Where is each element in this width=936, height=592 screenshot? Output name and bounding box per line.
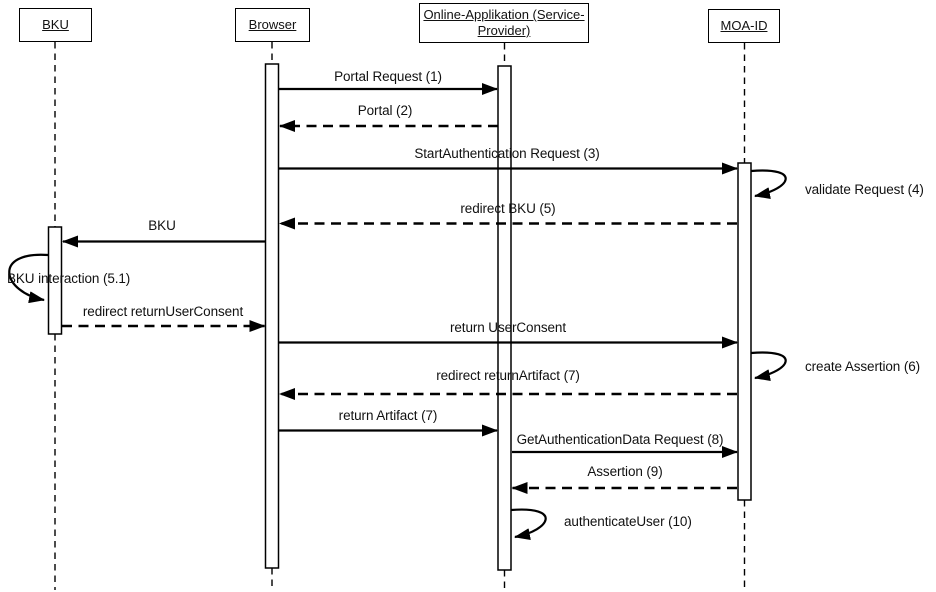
message-label-bku: BKU bbox=[148, 218, 176, 233]
message-label-return-userconsent: return UserConsent bbox=[449, 320, 567, 335]
lifelines bbox=[54, 42, 746, 590]
message-label-validate-request: validate Request (4) bbox=[805, 182, 924, 197]
activation-online-app bbox=[497, 65, 512, 571]
message-label-create-assertion: create Assertion (6) bbox=[805, 359, 921, 374]
actor-box-bku: BKU bbox=[19, 8, 92, 42]
actor-label-bku: BKU bbox=[42, 17, 69, 32]
message-label-redirect-returnuserconsent: redirect returnUserConsent bbox=[82, 304, 244, 319]
message-label-portal-request: Portal Request (1) bbox=[334, 69, 442, 84]
loop-bku-interaction bbox=[8, 253, 49, 304]
message-label-redirect-bku: redirect BKU (5) bbox=[460, 201, 556, 216]
activation-moa-id bbox=[737, 162, 752, 501]
loop-authenticate-user bbox=[510, 508, 547, 541]
message-label-return-artifact: return Artifact (7) bbox=[338, 408, 438, 423]
actor-label-browser: Browser bbox=[248, 17, 297, 32]
actor-box-online-app: Online-Applikation (Service- Provider) bbox=[419, 3, 589, 43]
loop-validate-request bbox=[750, 169, 787, 200]
actor-box-browser: Browser bbox=[235, 8, 310, 42]
actor-box-moa-id: MOA-ID bbox=[708, 9, 780, 43]
actor-label-moa-id: MOA-ID bbox=[720, 18, 768, 33]
message-label-authenticate-user: authenticateUser (10) bbox=[564, 514, 692, 529]
activation-bars bbox=[47, 63, 752, 571]
activation-browser bbox=[264, 63, 280, 569]
activation-bku bbox=[47, 226, 63, 335]
message-arrows bbox=[8, 83, 787, 541]
message-label-get-authentication-data: GetAuthenticationData Request (8) bbox=[516, 432, 724, 447]
loop-create-assertion bbox=[750, 351, 787, 382]
message-label-start-authentication: StartAuthentication Request (3) bbox=[414, 146, 600, 161]
message-label-assertion: Assertion (9) bbox=[587, 464, 663, 479]
message-label-bku-interaction: BKU interaction (5.1) bbox=[7, 271, 131, 286]
message-label-portal: Portal (2) bbox=[357, 103, 413, 118]
message-label-redirect-returnartifact: redirect returnArtifact (7) bbox=[436, 368, 580, 383]
actor-label-online-app: Online-Applikation (Service- Provider) bbox=[423, 7, 585, 38]
